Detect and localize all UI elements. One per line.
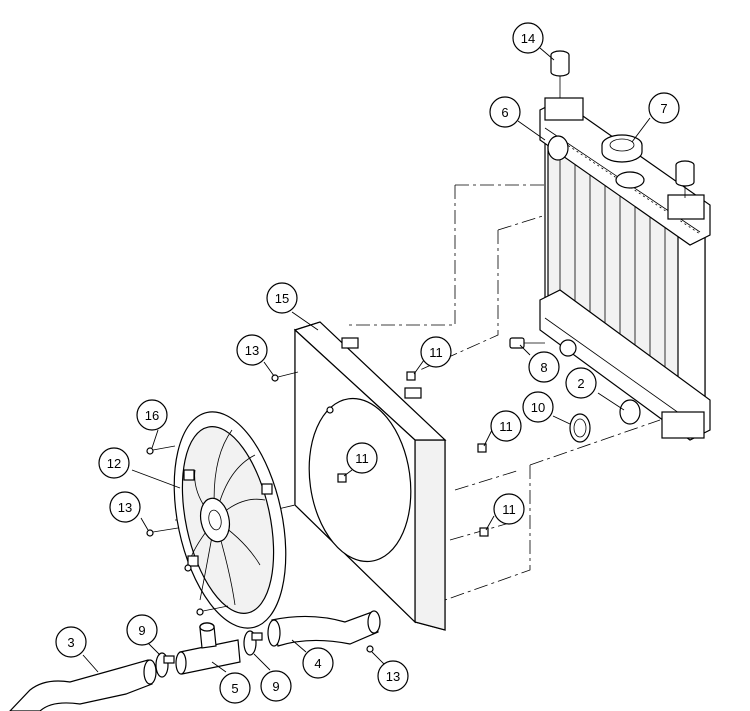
leader-lines	[82, 47, 651, 673]
svg-text:5: 5	[231, 681, 238, 696]
isolator-secondary	[675, 160, 695, 198]
callout-11-lower: 11	[493, 493, 525, 525]
petcock-part-8	[509, 337, 545, 349]
svg-text:4: 4	[314, 656, 321, 671]
callout-7: 7	[648, 92, 680, 124]
svg-text:16: 16	[145, 408, 159, 423]
callout-8: 8	[528, 351, 560, 383]
svg-text:12: 12	[107, 456, 121, 471]
svg-text:14: 14	[521, 31, 535, 46]
fasteners	[146, 371, 489, 653]
svg-text:13: 13	[386, 669, 400, 684]
tee-fitting-part-5	[175, 622, 241, 675]
callout-5: 5	[219, 672, 251, 704]
svg-text:13: 13	[118, 500, 132, 515]
isolator-part-14	[550, 50, 570, 98]
hose-part-4	[267, 610, 381, 647]
callout-6: 6	[489, 96, 521, 128]
svg-text:10: 10	[531, 400, 545, 415]
clamp-part-9b	[243, 630, 263, 656]
svg-text:11: 11	[499, 419, 513, 434]
hose-part-3	[9, 659, 157, 711]
svg-text:11: 11	[502, 502, 516, 517]
electric-fan-part-12	[173, 411, 287, 629]
callout-3: 3	[55, 626, 87, 658]
callout-14: 14	[512, 22, 544, 54]
svg-text:2: 2	[577, 376, 584, 391]
callout-2: 2	[565, 367, 597, 399]
callout-13-lower: 13	[377, 660, 409, 692]
svg-text:9: 9	[138, 623, 145, 638]
svg-text:13: 13	[245, 343, 259, 358]
hose-clamp-part-10	[569, 413, 591, 443]
svg-text:15: 15	[275, 291, 289, 306]
svg-text:9: 9	[272, 679, 279, 694]
callout-13-upper: 13	[236, 334, 268, 366]
callout-11-right: 11	[490, 410, 522, 442]
fan-shroud-part-15	[293, 321, 447, 631]
svg-text:11: 11	[355, 451, 369, 466]
callout-9-left: 9	[126, 614, 158, 646]
svg-text:3: 3	[67, 635, 74, 650]
callout-13-middle: 13	[109, 491, 141, 523]
svg-text:7: 7	[660, 101, 667, 116]
callout-15: 15	[266, 282, 298, 314]
svg-text:8: 8	[540, 360, 547, 375]
callout-11-left: 11	[346, 442, 378, 474]
callout-11-upper: 11	[420, 336, 452, 368]
callout-16: 16	[136, 399, 168, 431]
svg-text:6: 6	[501, 105, 508, 120]
callout-10: 10	[522, 391, 554, 423]
radiator	[539, 97, 711, 441]
callout-4: 4	[302, 647, 334, 679]
radiator-cap-part-7	[601, 134, 643, 163]
callout-bubbles: 14 6 7 15 13 11 8 2 10 16 11 12 11 13 11…	[55, 22, 680, 704]
callout-12: 12	[98, 447, 130, 479]
clamp-part-9a	[155, 652, 175, 678]
callout-9-right: 9	[260, 670, 292, 702]
svg-text:11: 11	[429, 345, 443, 360]
